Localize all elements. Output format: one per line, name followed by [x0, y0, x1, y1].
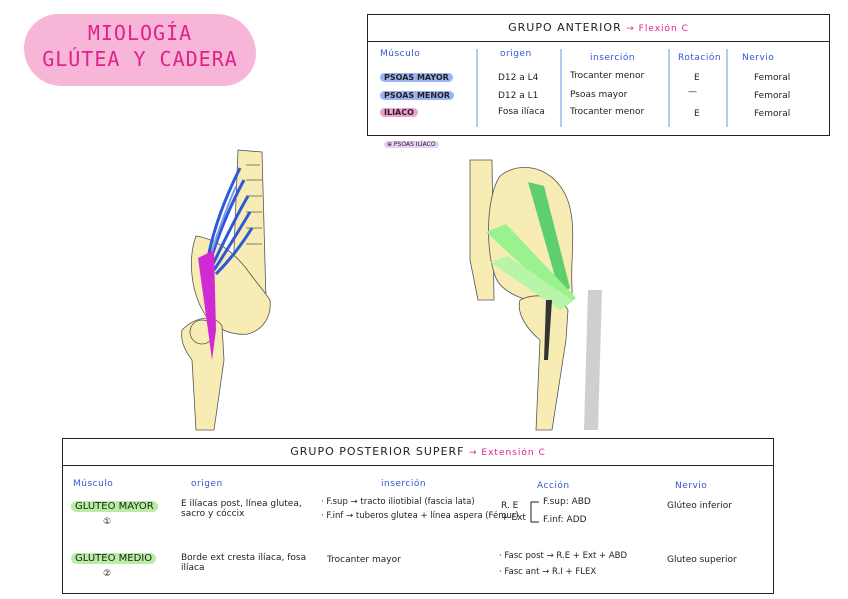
title-line-2: GLÚTEA Y CADERA: [42, 47, 238, 71]
psoas-iliaco-tag: ⊕ PSOAS ILÍACO: [384, 141, 439, 148]
action-cell: F.inf: ADD: [543, 515, 587, 525]
title-blob: [24, 14, 256, 86]
insertion-cell: · F.inf → tuberos glutea + línea aspera …: [321, 511, 519, 521]
insertion-cell: · F.sup → tracto iliotibial (fascia lata…: [321, 497, 475, 507]
action-cell: + Ext: [501, 513, 526, 523]
col-header-muscle: Músculo: [380, 49, 421, 59]
action-cell: · Fasc post → R.E + Ext + ABD: [499, 551, 628, 561]
muscle-psoas-mayor: PSOAS MAYOR: [380, 73, 453, 82]
origin-cell: E ilíacas post, línea glutea, sacro y có…: [181, 499, 302, 519]
col-header-nerve: Nervio: [675, 481, 708, 491]
col-header-nerve: Nervio: [742, 53, 775, 63]
nerve-cell: Femoral: [754, 91, 791, 101]
col-header-insertion: inserción: [590, 53, 636, 63]
col-header-insertion: inserción: [381, 479, 427, 489]
col-header-origin: origen: [191, 479, 223, 489]
insertion-cell: Trocanter mayor: [327, 555, 401, 565]
nerve-cell: Femoral: [754, 109, 791, 119]
nerve-cell: Femoral: [754, 73, 791, 83]
origin-cell: Fosa ilíaca: [498, 107, 545, 117]
page-title: MIOLOGÍA GLÚTEA Y CADERA: [24, 20, 256, 72]
origin-cell: Borde ext cresta ilíaca, fosa ilíaca: [181, 553, 307, 573]
anterior-heading: GRUPO ANTERIOR → Flexión C: [368, 15, 829, 42]
col-header-rotation: Rotación: [678, 53, 722, 63]
muscle-gluteo-mayor: GLUTEO MAYOR: [71, 501, 158, 512]
rotation-cell: —: [688, 87, 697, 97]
origin-cell: D12 a L1: [498, 91, 539, 101]
anterior-table: GRUPO ANTERIOR → Flexión C Músculo orige…: [367, 14, 830, 136]
nerve-cell: Gluteo superior: [667, 555, 737, 565]
insertion-cell: Trocanter menor: [570, 107, 645, 117]
action-cell: · Fasc ant → R.I + FLEX: [499, 567, 597, 577]
insertion-cell: Trocanter menor: [570, 71, 645, 81]
nerve-cell: Glúteo inferior: [667, 501, 732, 511]
muscle-number: ②: [103, 569, 112, 579]
muscle-gluteo-medio: GLUTEO MEDIO: [71, 553, 157, 564]
bracket-icon: [530, 501, 539, 523]
muscle-iliaco: ILIACO: [380, 108, 418, 117]
action-cell: F.sup: ABD: [543, 497, 591, 507]
muscle-number: ①: [103, 517, 112, 527]
posterior-table: GRUPO POSTERIOR SUPERF → Extensión C Mús…: [62, 438, 774, 594]
right-hip-figure: [469, 159, 602, 431]
action-cell: R. E: [501, 501, 519, 511]
rotation-cell: E: [694, 109, 700, 119]
col-header-action: Acción: [537, 481, 570, 491]
origin-cell: D12 a L4: [498, 73, 539, 83]
rotation-cell: E: [694, 73, 700, 83]
title-line-1: MIOLOGÍA: [87, 21, 193, 45]
posterior-heading: GRUPO POSTERIOR SUPERF → Extensión C: [63, 439, 773, 466]
insertion-cell: Psoas mayor: [570, 90, 628, 100]
col-header-muscle: Músculo: [73, 479, 114, 489]
left-hip-figure: [181, 149, 271, 431]
col-header-origin: origen: [500, 49, 532, 59]
muscle-psoas-menor: PSOAS MENOR: [380, 91, 455, 100]
